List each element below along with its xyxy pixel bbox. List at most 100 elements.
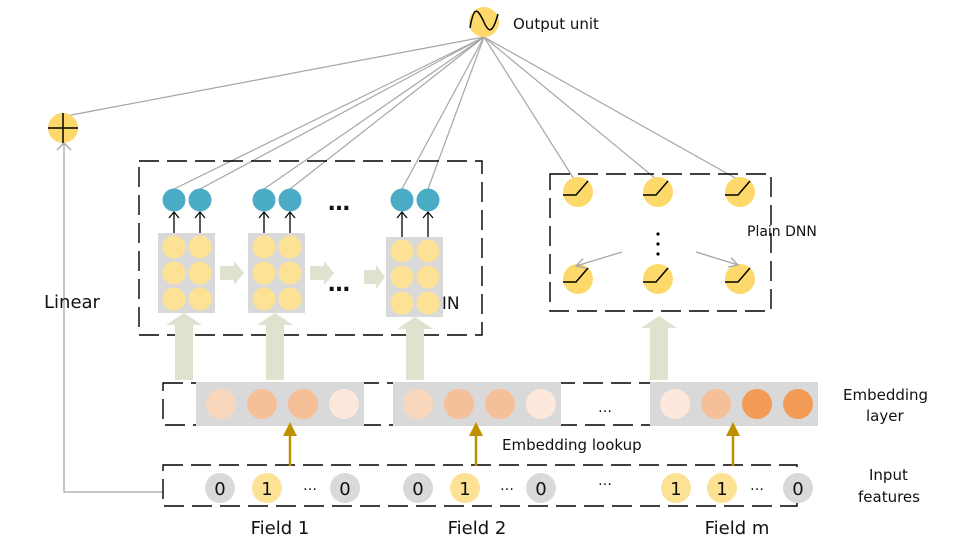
feature-unit <box>162 287 186 311</box>
input-value: 1 <box>716 479 727 500</box>
embedding-unit <box>288 389 318 419</box>
input-value: 1 <box>459 479 470 500</box>
embedding-unit <box>403 389 433 419</box>
embedding-unit <box>742 389 772 419</box>
input-value: 0 <box>792 479 803 500</box>
embedding-lookup-label: Embedding lookup <box>502 436 642 454</box>
dnn-unit <box>643 264 673 294</box>
up-arrow-icon <box>641 316 677 380</box>
input-fields: 0 1 … 0 0 1 … 0 1 1 … 0 <box>205 473 813 503</box>
embedding-unit <box>526 389 556 419</box>
field-label: Field m <box>705 518 770 539</box>
output-connection-line <box>263 36 485 190</box>
up-arrow-icon <box>726 422 740 436</box>
input-value-unit <box>403 473 433 503</box>
feature-unit <box>390 291 414 315</box>
feature-unit <box>252 235 276 259</box>
input-ellipsis: … <box>598 473 612 489</box>
relu-icon <box>563 180 589 196</box>
feature-unit <box>162 235 186 259</box>
input-value-unit <box>205 473 235 503</box>
output-unit <box>469 7 499 37</box>
input-value: 0 <box>535 479 546 500</box>
cin-box <box>138 160 483 336</box>
ellipsis-dot <box>656 232 660 236</box>
arrow-head <box>258 211 270 219</box>
embedding-unit <box>701 389 731 419</box>
linear-path <box>56 142 163 493</box>
input-value-unit <box>661 473 691 503</box>
dnn-label: Plain DNN <box>747 224 817 240</box>
output-connection-line <box>173 36 485 190</box>
feature-unit <box>188 261 212 285</box>
input-field: 1 1 … 0 <box>661 473 813 503</box>
embedding-lookup-arrows <box>283 422 740 466</box>
right-arrow-icon <box>220 261 244 285</box>
feature-unit <box>278 261 302 285</box>
relu-icon <box>643 267 669 283</box>
input-value: 0 <box>412 479 423 500</box>
feature-unit <box>162 261 186 285</box>
dnn-arrow-aux <box>576 244 598 264</box>
feature-unit <box>278 287 302 311</box>
relu-icon <box>725 180 751 196</box>
arrow-head <box>422 211 434 219</box>
input-value: 1 <box>261 479 272 500</box>
relu-icon <box>643 180 669 196</box>
arrow-head <box>168 211 180 219</box>
input-field: 0 1 … 0 <box>205 473 360 503</box>
input-value: 0 <box>339 479 350 500</box>
right-arrow-icon <box>364 265 385 289</box>
up-arrow-icon <box>166 313 202 380</box>
feature-unit <box>278 235 302 259</box>
output-connection-line <box>65 36 485 117</box>
embedding-unit <box>485 389 515 419</box>
output-connection-line <box>289 36 485 190</box>
input-features-label-1: Input <box>869 466 908 484</box>
embedding-ellipsis: … <box>598 400 612 416</box>
up-arrow-icon <box>257 313 293 380</box>
feature-unit <box>390 239 414 263</box>
dnn-box <box>549 173 772 312</box>
arrow-head <box>284 211 296 219</box>
cin-layer <box>248 188 305 313</box>
cin-layer <box>158 188 215 313</box>
input-value: 0 <box>214 479 225 500</box>
arrow-head <box>194 211 206 219</box>
output-connection-line <box>199 36 485 190</box>
pooled-output-unit <box>278 188 302 212</box>
embedding-to-model-arrows <box>166 313 677 380</box>
relu-icon <box>725 267 751 283</box>
embedding-layer-label-2: layer <box>866 407 904 425</box>
input-value-unit <box>330 473 360 503</box>
input-value: 1 <box>670 479 681 500</box>
feature-unit <box>188 287 212 311</box>
feature-unit <box>416 291 440 315</box>
plus-icon <box>48 113 78 143</box>
dnn-arrow <box>695 251 740 268</box>
pooled-output-unit <box>252 188 276 212</box>
embedding-unit <box>329 389 359 419</box>
up-arrow-icon <box>283 422 297 436</box>
dnn-units <box>563 177 755 294</box>
right-arrow-icon <box>310 261 334 285</box>
embedding-unit <box>247 389 277 419</box>
output-connection-line <box>483 36 738 180</box>
output-connections <box>65 36 738 190</box>
embedding-layer-label-1: Embedding <box>843 386 928 404</box>
input-value: … <box>750 478 764 494</box>
input-value-unit <box>783 473 813 503</box>
embedding-fields <box>196 382 818 426</box>
sum-node <box>48 113 78 143</box>
dnn-arrow <box>574 251 623 269</box>
input-value: … <box>303 478 317 494</box>
input-value-unit <box>526 473 556 503</box>
output-connection-line <box>483 36 657 180</box>
ellipsis-dot <box>656 242 660 246</box>
embedding-unit <box>660 389 690 419</box>
output-unit-label: Output unit <box>513 15 599 33</box>
feature-unit <box>416 265 440 289</box>
